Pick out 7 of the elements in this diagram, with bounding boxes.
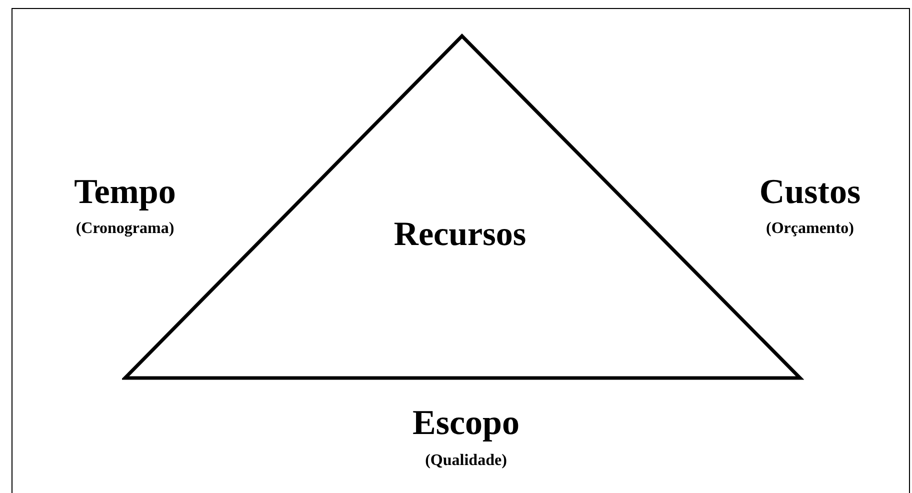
side-sublabel: (Qualidade) [425, 452, 507, 470]
triangle-label: Recursos [394, 216, 526, 254]
side-sublabel: (Orçamento) [766, 220, 854, 238]
side-label: Tempo [74, 172, 176, 212]
side-sublabel: (Cronograma) [76, 220, 174, 238]
side-label: Custos [759, 172, 861, 212]
side-label: Escopo [412, 403, 520, 443]
